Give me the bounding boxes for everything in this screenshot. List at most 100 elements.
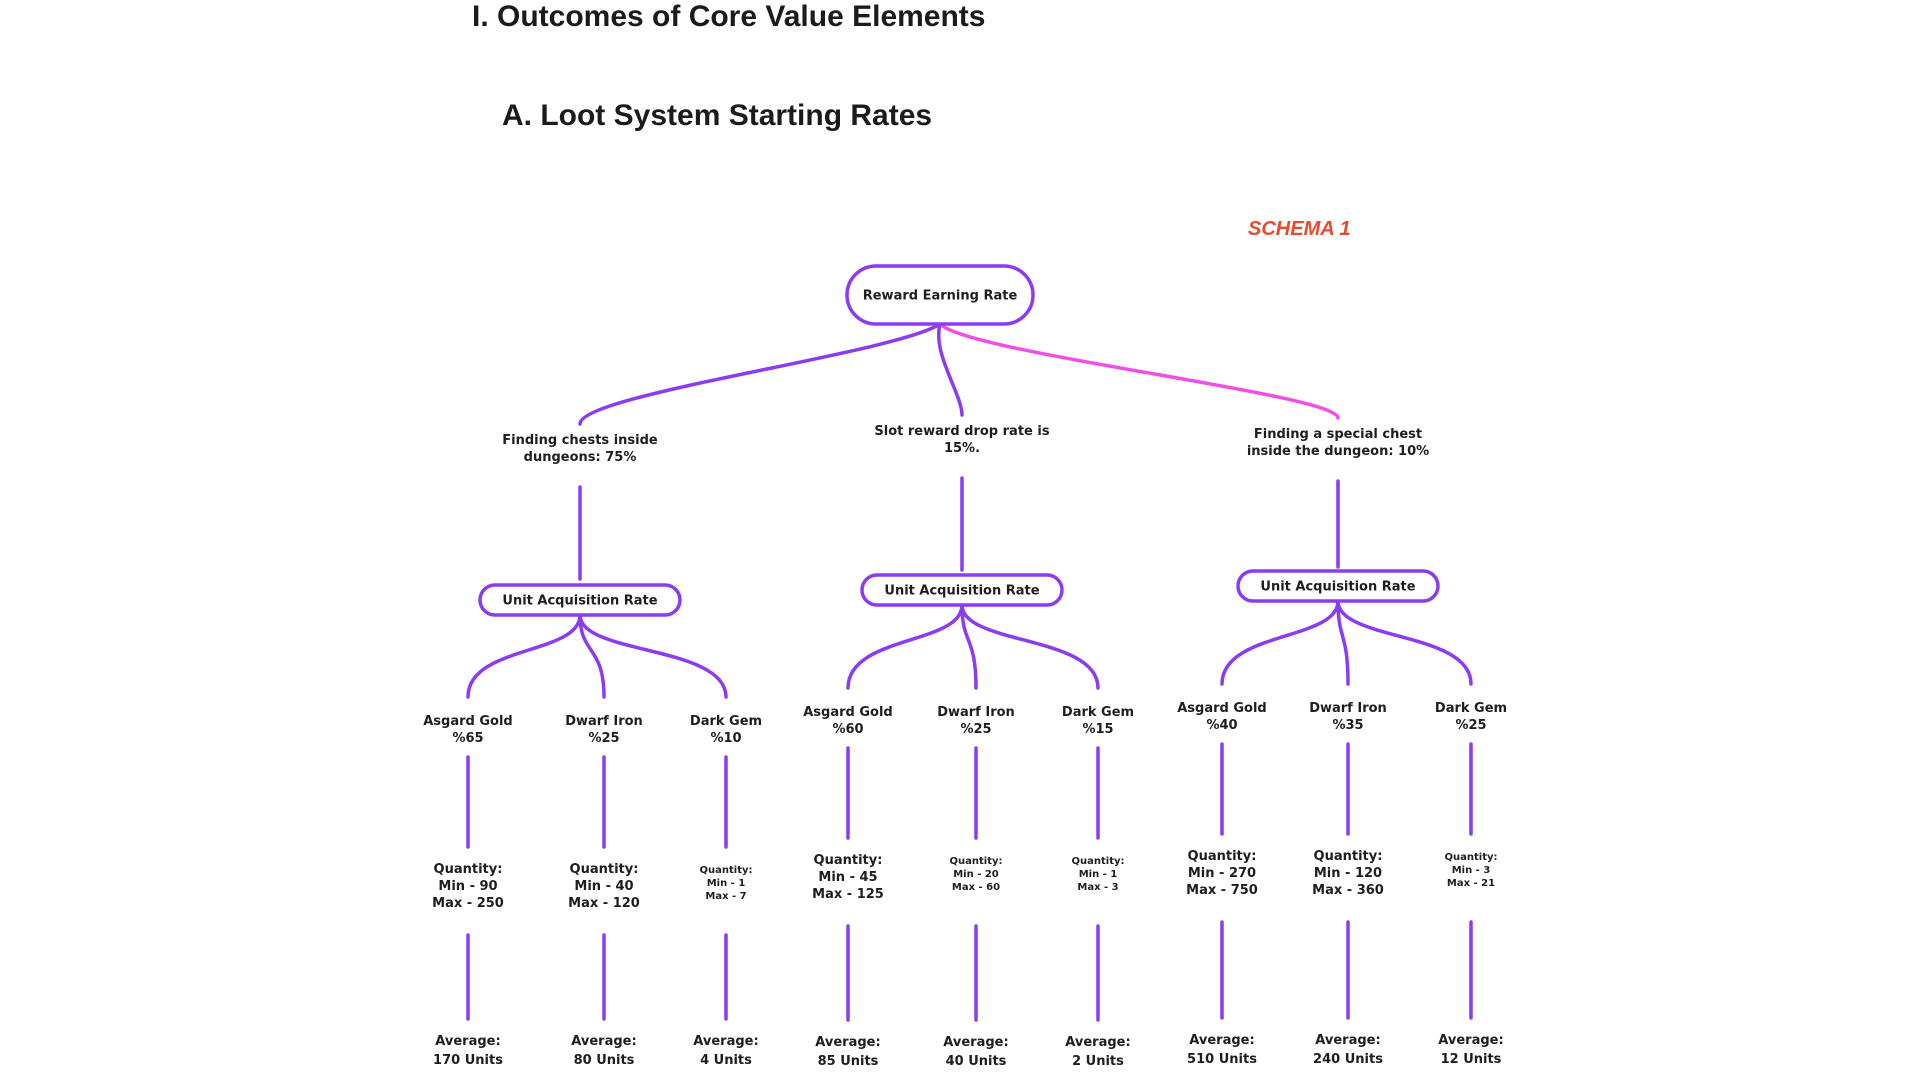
item-label-3-1: Asgard Gold %40 bbox=[1177, 701, 1266, 733]
quantity-1-2-line: Max - 120 bbox=[568, 896, 640, 911]
edge-node-to-item-3-1 bbox=[1220, 599, 1340, 686]
quantity-3-3-line: Min - 3 bbox=[1452, 865, 1491, 876]
item-label-2-1-line: %60 bbox=[832, 722, 863, 737]
item-label-3-1-line: %40 bbox=[1206, 718, 1237, 733]
item-label-3-3-line: Dark Gem bbox=[1435, 701, 1507, 716]
unit-node-2-label: Unit Acquisition Rate bbox=[884, 584, 1039, 599]
average-2-1-line: 85 Units bbox=[818, 1054, 879, 1069]
average-2-3-line: 2 Units bbox=[1072, 1054, 1124, 1069]
quantity-2-1-line: Min - 45 bbox=[818, 870, 877, 885]
average-2-2: Average: 40 Units bbox=[943, 1035, 1008, 1069]
edge-node-to-item-2-2 bbox=[960, 603, 978, 690]
edge-root-to-branch-3 bbox=[938, 322, 1340, 420]
edge-node-to-item-1-3 bbox=[578, 613, 728, 699]
item-label-2-2-line: %25 bbox=[960, 722, 991, 737]
quantity-3-2-line: Max - 360 bbox=[1312, 883, 1384, 898]
section-heading: I. Outcomes of Core Value Elements bbox=[472, 0, 986, 33]
average-3-3-line: Average: bbox=[1438, 1033, 1503, 1048]
quantity-1-3-line: Quantity: bbox=[700, 865, 753, 876]
item-label-3-2-line: %35 bbox=[1332, 718, 1363, 733]
item-label-1-1: Asgard Gold%65 bbox=[423, 714, 512, 746]
item-label-3-3: Dark Gem %25 bbox=[1435, 701, 1507, 733]
quantity-1-2-line: Quantity: bbox=[570, 862, 639, 877]
item-label-2-3-line: Dark Gem bbox=[1062, 705, 1134, 720]
average-1-1-line: Average: bbox=[435, 1034, 500, 1049]
quantity-3-3-line: Max - 21 bbox=[1447, 878, 1495, 889]
edge-node-to-item-1-1 bbox=[466, 613, 582, 699]
edge-node-to-item-3-3 bbox=[1336, 599, 1473, 686]
average-2-3-line: Average: bbox=[1065, 1035, 1130, 1050]
quantity-2-2-line: Min - 20 bbox=[953, 869, 999, 880]
edge-node-to-item-1-2 bbox=[578, 613, 606, 699]
quantity-3-1-line: Max - 750 bbox=[1186, 883, 1258, 898]
branch-label-1-line: Finding chests inside bbox=[502, 433, 658, 448]
unit-node-2-box bbox=[860, 573, 1064, 607]
item-label-1-3: Dark Gem %10 bbox=[690, 714, 762, 746]
average-3-3-line: 12 Units bbox=[1441, 1052, 1502, 1067]
item-label-3-2-line: Dwarf Iron bbox=[1309, 701, 1387, 716]
item-label-2-3: Dark Gem%15 bbox=[1062, 705, 1134, 737]
average-2-3: Average: 2 Units bbox=[1065, 1035, 1130, 1069]
item-label-3-3-line: %25 bbox=[1455, 718, 1486, 733]
schema-label: SCHEMA 1 bbox=[1248, 218, 1351, 240]
item-label-1-1-line: %65 bbox=[452, 731, 483, 746]
unit-node-1-box bbox=[478, 583, 682, 617]
quantity-2-3-line: Max - 3 bbox=[1077, 882, 1118, 893]
quantity-3-3-line: Quantity: bbox=[1445, 852, 1498, 863]
quantity-2-1-line: Max - 125 bbox=[812, 887, 884, 902]
unit-node-3-label: Unit Acquisition Rate bbox=[1260, 580, 1415, 595]
average-1-2-line: 80 Units bbox=[574, 1053, 635, 1068]
branch-label-3-line: inside the dungeon: 10% bbox=[1247, 444, 1429, 459]
quantity-3-3: Quantity: Min - 3 Max - 21 bbox=[1445, 852, 1498, 889]
branch-label-2-line: 15%. bbox=[944, 441, 980, 456]
average-2-2-line: Average: bbox=[943, 1035, 1008, 1050]
quantity-1-1-line: Quantity: bbox=[434, 862, 503, 877]
average-2-1: Average: 85 Units bbox=[815, 1035, 880, 1069]
edge-node-to-item-2-1 bbox=[846, 603, 964, 690]
average-2-2-line: 40 Units bbox=[946, 1054, 1007, 1069]
average-3-2: Average:240 Units bbox=[1313, 1033, 1383, 1067]
quantity-1-3-line: Max - 7 bbox=[705, 891, 746, 902]
quantity-3-1-line: Quantity: bbox=[1188, 849, 1257, 864]
edge-node-to-item-3-2 bbox=[1336, 599, 1350, 686]
edge-node-to-item-2-3 bbox=[960, 603, 1100, 690]
unit-node-3-box bbox=[1236, 569, 1440, 603]
root-node-box bbox=[845, 264, 1035, 326]
quantity-1-1-line: Max - 250 bbox=[432, 896, 504, 911]
quantity-3-2-line: Min - 120 bbox=[1314, 866, 1382, 881]
average-1-2-line: Average: bbox=[571, 1034, 636, 1049]
average-1-3: Average: 4 Units bbox=[693, 1034, 758, 1068]
average-1-3-line: Average: bbox=[693, 1034, 758, 1049]
item-label-1-2-line: %25 bbox=[588, 731, 619, 746]
item-label-2-2-line: Dwarf Iron bbox=[937, 705, 1015, 720]
item-label-3-2: Dwarf Iron %35 bbox=[1309, 701, 1387, 733]
unit-node-1-label: Unit Acquisition Rate bbox=[502, 594, 657, 609]
item-label-1-3-line: %10 bbox=[710, 731, 741, 746]
quantity-1-3-line: Min - 1 bbox=[707, 878, 746, 889]
quantity-1-2-line: Min - 40 bbox=[574, 879, 633, 894]
average-1-1-line: 170 Units bbox=[433, 1053, 503, 1068]
item-label-2-1-line: Asgard Gold bbox=[803, 705, 892, 720]
quantity-2-3-line: Quantity: bbox=[1072, 856, 1125, 867]
item-label-3-1-line: Asgard Gold bbox=[1177, 701, 1266, 716]
average-3-1-line: 510 Units bbox=[1187, 1052, 1257, 1067]
average-1-1: Average: 170 Units bbox=[433, 1034, 503, 1068]
average-1-3-line: 4 Units bbox=[700, 1053, 752, 1068]
item-label-1-2-line: Dwarf Iron bbox=[565, 714, 643, 729]
average-2-1-line: Average: bbox=[815, 1035, 880, 1050]
item-label-2-2: Dwarf Iron %25 bbox=[937, 705, 1015, 737]
subsection-heading: A. Loot System Starting Rates bbox=[502, 99, 933, 132]
branch-label-1-line: dungeons: 75% bbox=[524, 450, 637, 465]
quantity-2-2-line: Quantity: bbox=[950, 856, 1003, 867]
edge-root-to-branch-2 bbox=[937, 322, 964, 417]
quantity-2-3: Quantity: Min - 1 Max - 3 bbox=[1072, 856, 1125, 893]
branch-label-1: Finding chests inside dungeons: 75% bbox=[502, 433, 658, 465]
quantity-2-3-line: Min - 1 bbox=[1079, 869, 1118, 880]
average-1-2: Average: 80 Units bbox=[571, 1034, 636, 1068]
item-label-1-3-line: Dark Gem bbox=[690, 714, 762, 729]
